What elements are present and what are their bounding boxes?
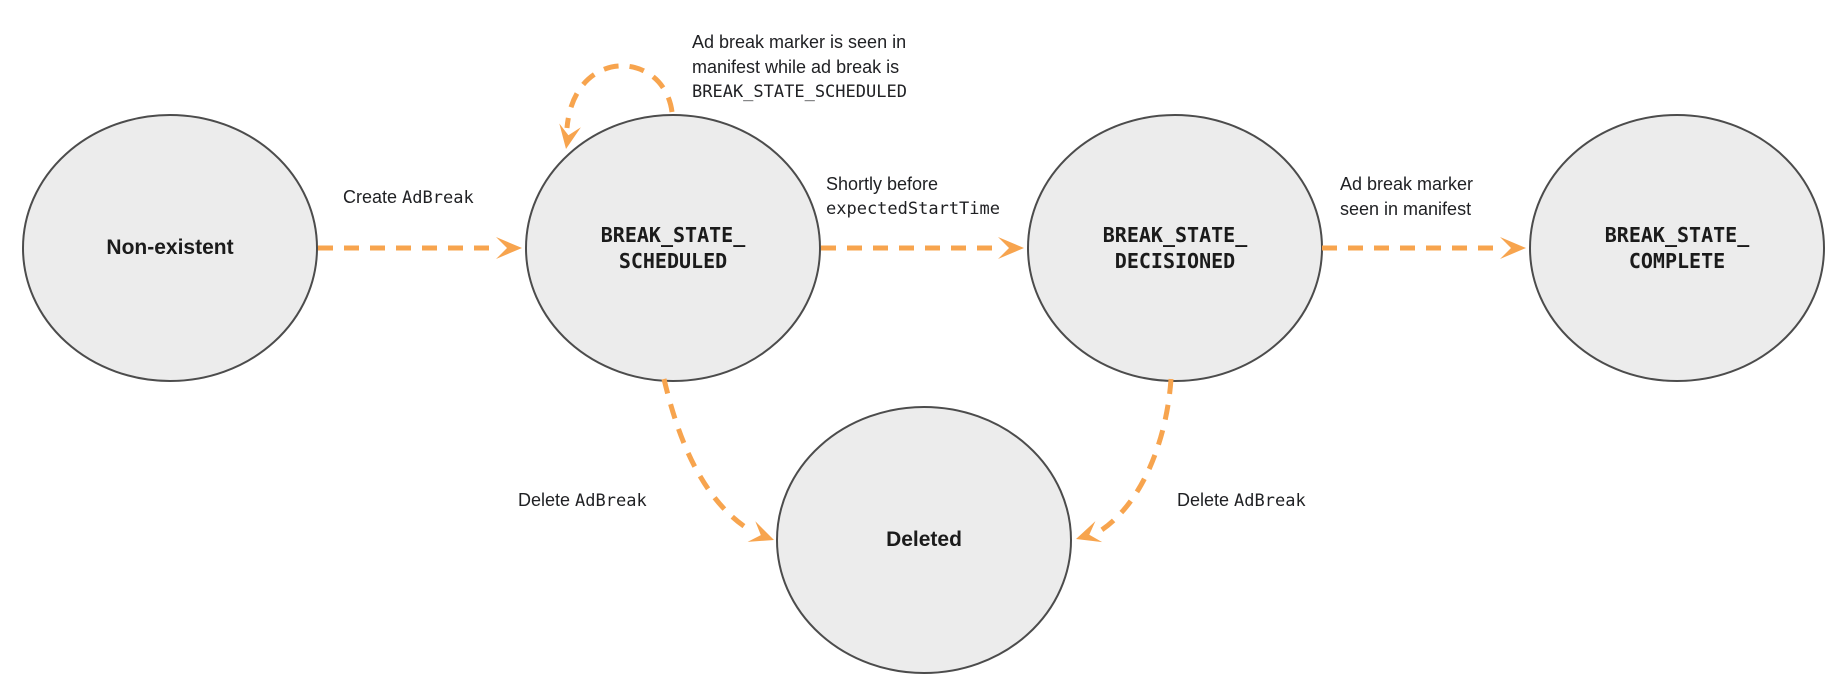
- edge-to-complete-arrowhead-icon: [1500, 237, 1526, 259]
- edge-self-loop-arrow: [564, 63, 675, 129]
- edge-label-to-complete-line1: Ad break marker: [1340, 174, 1474, 194]
- edge-label-delete-from-decisioned: Delete AdBreak: [1177, 488, 1306, 513]
- edge-label-delete-from-scheduled-text: Delete: [518, 490, 571, 510]
- edge-label-to-decisioned: Shortly before expectedStartTime: [826, 172, 1000, 222]
- node-label-non-existent: Non-existent: [106, 236, 234, 259]
- node-label-complete-line2: COMPLETE: [1628, 249, 1726, 273]
- node-label-decisioned-line1: BREAK_STATE_: [1102, 223, 1248, 247]
- edge-label-delete-from-scheduled-code: AdBreak: [575, 491, 647, 511]
- edge-label-delete-from-decisioned-code: AdBreak: [1234, 491, 1306, 511]
- edge-label-create-code: AdBreak: [402, 188, 474, 208]
- edge-label-to-complete-line2: seen in manifest: [1340, 199, 1472, 219]
- node-label-scheduled-line1: BREAK_STATE_: [600, 223, 746, 247]
- node-label-decisioned: BREAK_STATE_DECISIONED: [1028, 115, 1322, 381]
- edge-delete-from-scheduled-arrow: [661, 378, 755, 535]
- edge-self-loop-arrowhead-icon: [559, 123, 581, 149]
- edge-label-to-complete: Ad break marker seen in manifest: [1340, 172, 1473, 222]
- state-node-complete: [1529, 114, 1825, 382]
- node-label-decisioned-line2: DECISIONED: [1114, 249, 1236, 273]
- node-label-scheduled-line2: SCHEDULED: [618, 249, 728, 273]
- edge-label-self-loop-line2: manifest while ad break is: [692, 57, 900, 77]
- state-node-non-existent: [22, 114, 318, 382]
- edge-label-create-text: Create: [343, 187, 398, 207]
- edge-to-decisioned-arrowhead-icon: [998, 237, 1024, 259]
- edge-label-delete-from-decisioned-text: Delete: [1177, 490, 1230, 510]
- edge-label-self-loop-line1: Ad break marker is seen in: [692, 32, 907, 52]
- edge-delete-from-scheduled-arrowhead-icon: [747, 521, 774, 542]
- node-label-complete: BREAK_STATE_COMPLETE: [1530, 115, 1824, 381]
- state-node-scheduled: [525, 114, 821, 382]
- edge-label-to-decisioned-text: Shortly before: [826, 174, 939, 194]
- edge-create-arrowhead-icon: [496, 237, 522, 259]
- edge-label-self-loop-code: BREAK_STATE_SCHEDULED: [692, 82, 907, 102]
- edge-label-delete-from-scheduled: Delete AdBreak: [518, 488, 647, 513]
- edge-label-self-loop: Ad break marker is seen in manifest whil…: [692, 30, 907, 105]
- edge-delete-from-decisioned-arrowhead-icon: [1076, 521, 1103, 543]
- edge-delete-from-decisioned-arrow: [1095, 378, 1174, 536]
- node-label-deleted: Deleted: [886, 528, 962, 551]
- edge-label-create: Create AdBreak: [343, 185, 474, 210]
- node-label-scheduled: BREAK_STATE_SCHEDULED: [526, 115, 820, 381]
- node-label-complete-line1: BREAK_STATE_: [1604, 223, 1750, 247]
- edge-label-to-decisioned-code: expectedStartTime: [826, 199, 1000, 219]
- state-node-deleted: [776, 406, 1072, 674]
